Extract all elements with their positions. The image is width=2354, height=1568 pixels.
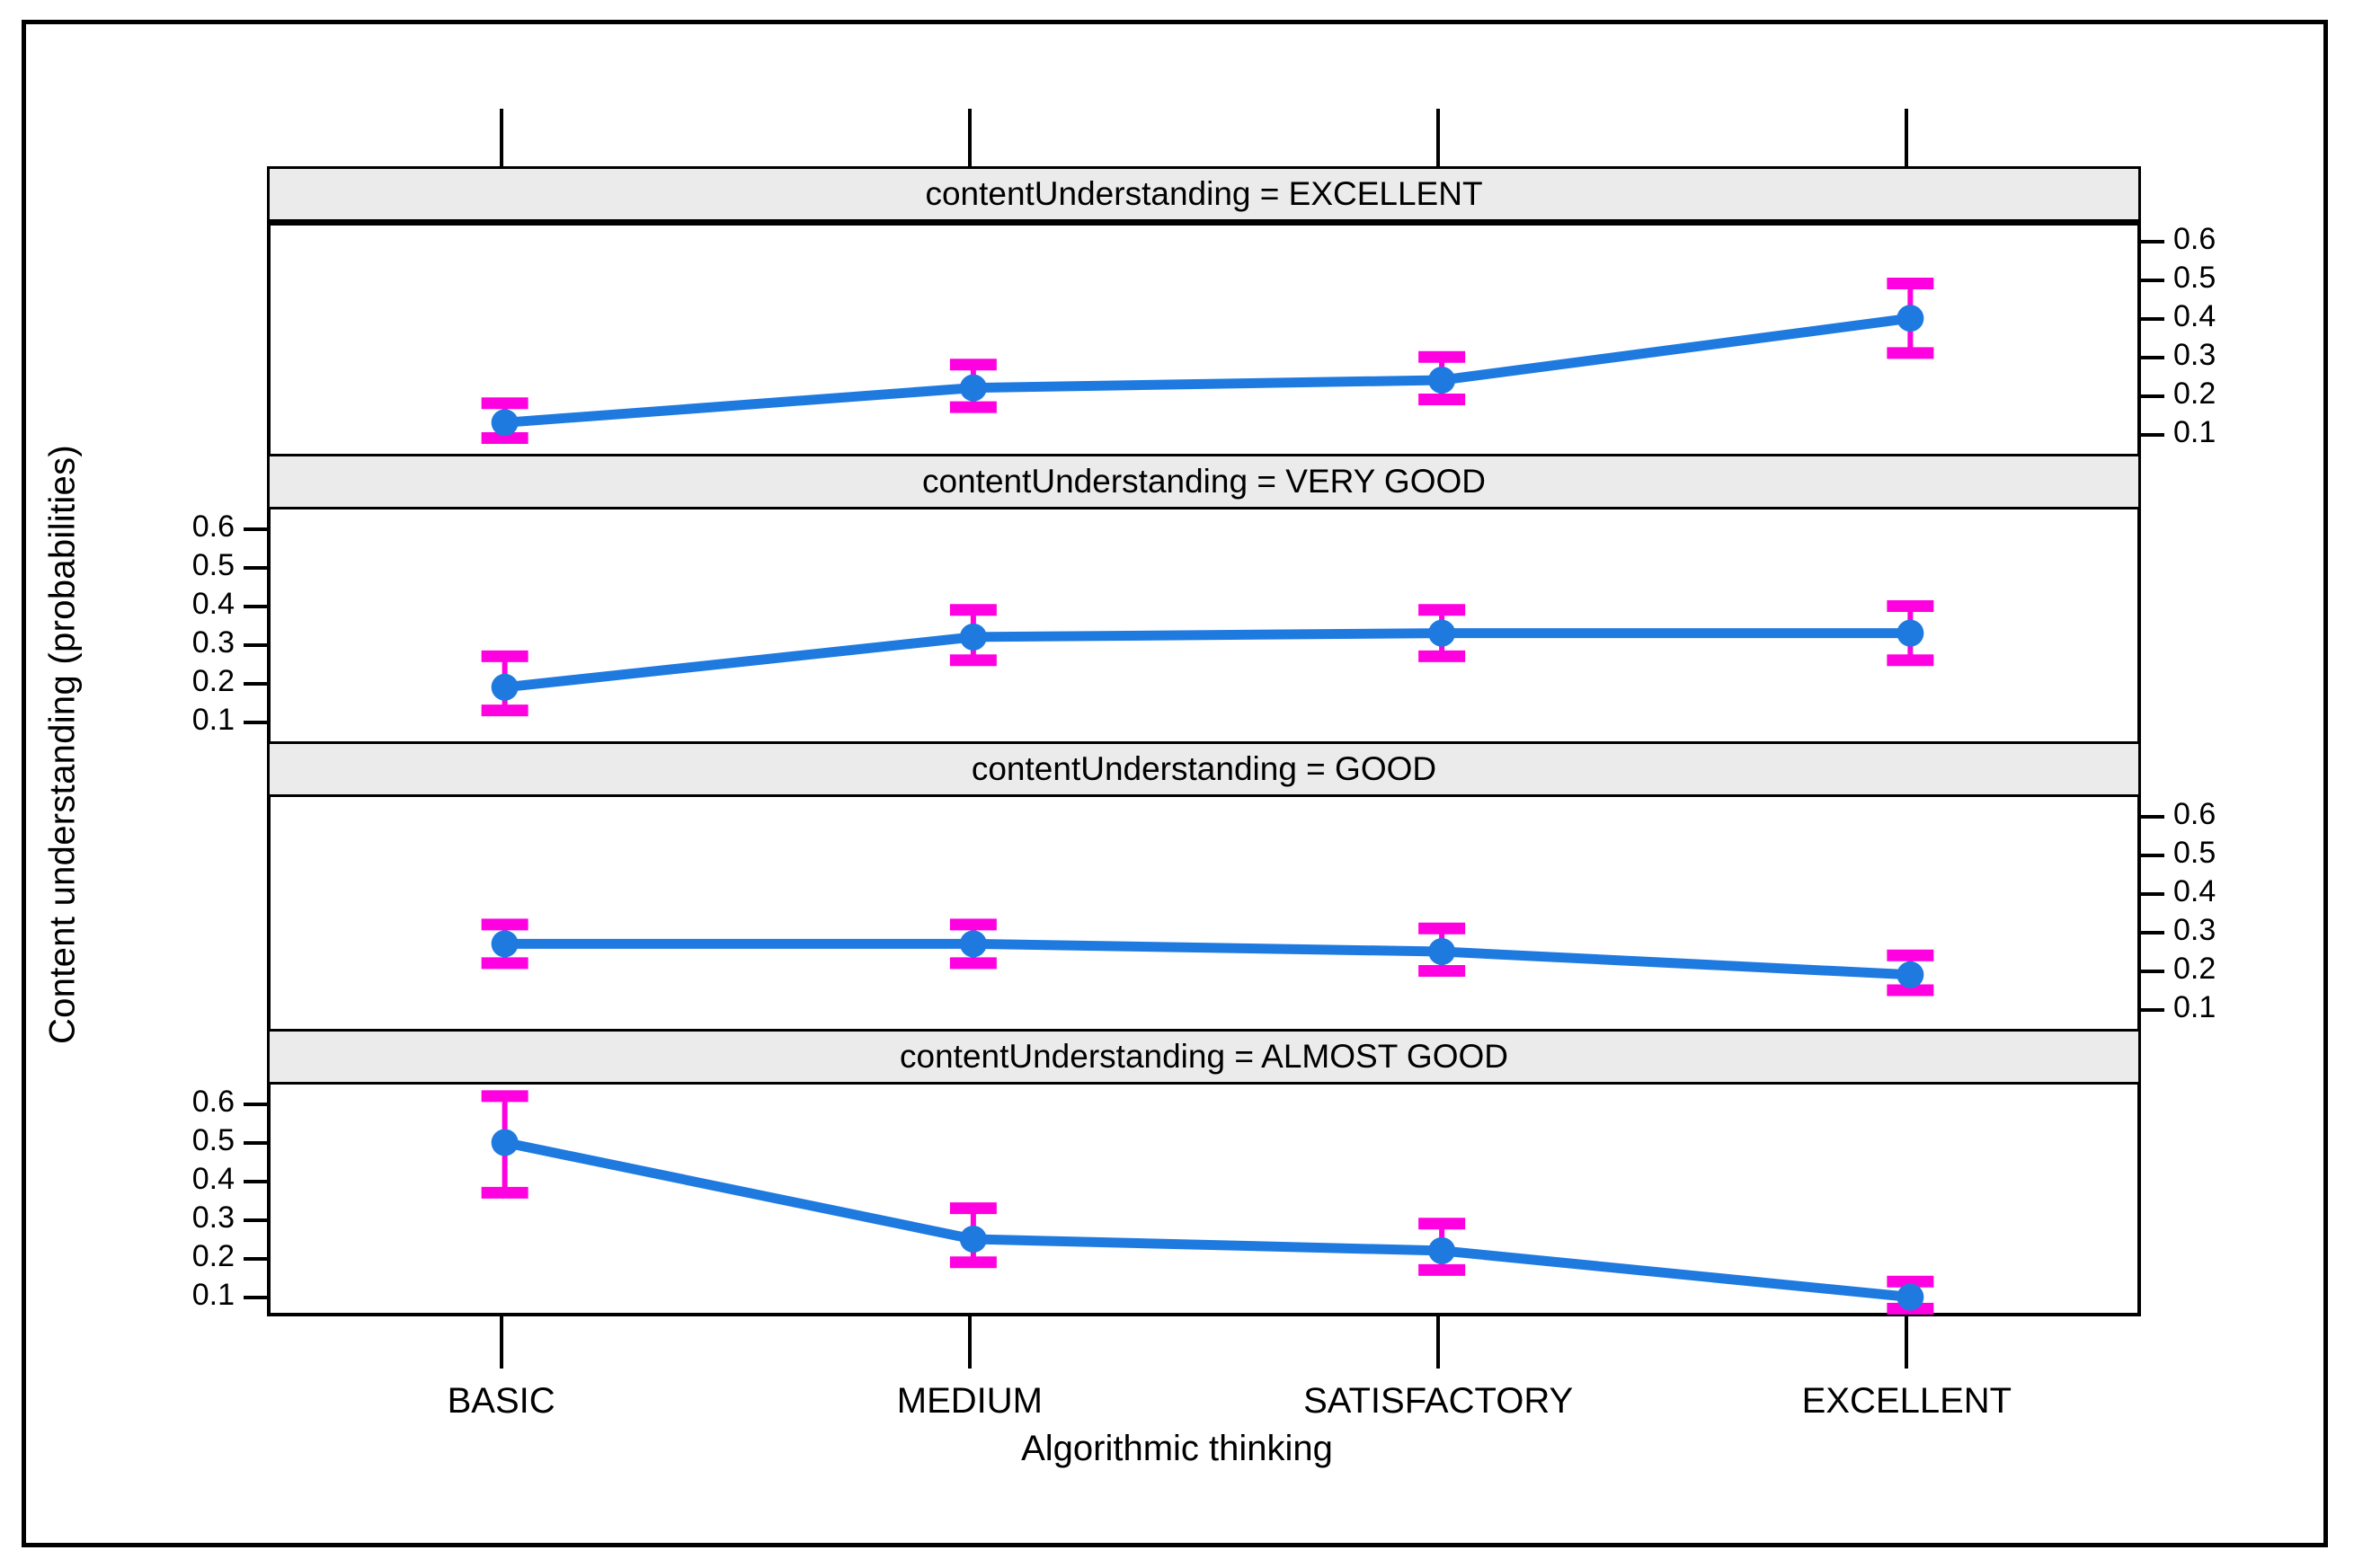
y-tick-mark	[2141, 394, 2164, 398]
data-point	[1897, 961, 1924, 988]
y-tick-mark	[244, 1295, 267, 1299]
series-group	[481, 918, 1934, 997]
data-point	[491, 673, 519, 701]
panel-data-region	[267, 1085, 2141, 1316]
data-point	[1897, 305, 1924, 332]
panel-data-region	[267, 797, 2141, 1029]
trend-line	[503, 1138, 1911, 1302]
y-tick-label: 0.3	[191, 625, 235, 660]
data-point	[1428, 1236, 1456, 1264]
y-tick-label: 0.3	[191, 1200, 235, 1235]
data-point	[1897, 619, 1924, 647]
data-point	[1428, 367, 1456, 394]
data-point	[1428, 938, 1456, 965]
y-tick-label: 0.4	[191, 1161, 235, 1196]
facet-strip-label: contentUnderstanding = GOOD	[267, 741, 2141, 797]
facet-strip-label: contentUnderstanding = VERY GOOD	[267, 454, 2141, 509]
y-tick-label: 0.5	[191, 1122, 235, 1157]
y-tick-mark	[244, 642, 267, 647]
y-tick-label: 0.3	[2173, 337, 2216, 372]
y-axis-title: Content understanding (probabilities)	[42, 444, 83, 1045]
x-tick-mark-bottom	[1905, 1316, 1909, 1369]
y-tick-label: 0.6	[2173, 796, 2216, 831]
series-group	[481, 1090, 1934, 1315]
x-tick-mark-top	[499, 109, 503, 166]
facet-strip-label: contentUnderstanding = ALMOST GOOD	[267, 1029, 2141, 1085]
y-tick-label: 0.5	[2173, 260, 2216, 295]
x-tick-mark-bottom	[499, 1316, 503, 1369]
y-tick-mark	[244, 720, 267, 724]
y-tick-mark	[244, 1140, 267, 1145]
y-tick-mark	[2141, 853, 2164, 857]
x-axis-title: Algorithmic thinking	[1021, 1429, 1333, 1468]
x-category-label: BASIC	[447, 1381, 555, 1421]
y-tick-mark	[244, 604, 267, 608]
x-category-label: SATISFACTORY	[1303, 1381, 1574, 1421]
y-tick-mark	[2141, 432, 2164, 437]
data-point	[491, 930, 519, 958]
y-tick-mark	[2141, 1007, 2164, 1012]
panel-data-region	[267, 222, 2141, 454]
trend-line	[504, 938, 1911, 980]
y-tick-mark	[2141, 969, 2164, 973]
y-tick-mark	[2141, 355, 2164, 359]
trend-line	[504, 628, 1911, 693]
panel-data-region	[267, 509, 2141, 741]
y-tick-label: 0.6	[191, 509, 235, 544]
y-tick-label: 0.1	[191, 702, 235, 737]
y-tick-mark	[244, 681, 267, 686]
y-tick-mark	[244, 527, 267, 531]
x-tick-mark-top	[967, 109, 972, 166]
y-tick-mark	[2141, 814, 2164, 819]
y-tick-label: 0.5	[191, 547, 235, 582]
data-point	[959, 374, 987, 402]
y-tick-mark	[244, 1256, 267, 1261]
data-point	[1897, 1283, 1924, 1311]
data-point	[959, 930, 987, 958]
y-tick-label: 0.2	[2173, 376, 2216, 411]
y-tick-label: 0.1	[191, 1277, 235, 1312]
data-point	[491, 1129, 519, 1156]
data-point	[959, 623, 987, 651]
y-tick-label: 0.4	[2173, 873, 2216, 908]
x-tick-mark-bottom	[967, 1316, 972, 1369]
y-tick-mark	[244, 1102, 267, 1106]
x-category-label: MEDIUM	[896, 1381, 1043, 1421]
x-tick-mark-bottom	[1436, 1316, 1441, 1369]
y-tick-mark	[2141, 278, 2164, 282]
y-tick-label: 0.4	[191, 586, 235, 621]
y-tick-mark	[2141, 316, 2164, 321]
y-tick-label: 0.2	[191, 1238, 235, 1273]
data-point	[491, 409, 519, 437]
x-tick-mark-top	[1905, 109, 1909, 166]
y-tick-mark	[2141, 930, 2164, 935]
y-tick-label: 0.3	[2173, 912, 2216, 947]
data-point	[959, 1226, 987, 1253]
y-tick-label: 0.5	[2173, 835, 2216, 870]
series-group	[481, 278, 1934, 444]
y-tick-label: 0.2	[191, 663, 235, 698]
y-tick-label: 0.6	[191, 1084, 235, 1119]
data-point	[1428, 619, 1456, 647]
y-tick-label: 0.4	[2173, 298, 2216, 333]
y-tick-mark	[2141, 239, 2164, 244]
y-tick-mark	[244, 1218, 267, 1222]
series-group	[481, 600, 1934, 717]
y-tick-label: 0.6	[2173, 221, 2216, 256]
facet-strip-label: contentUnderstanding = EXCELLENT	[267, 166, 2141, 222]
x-category-label: EXCELLENT	[1801, 1381, 2012, 1421]
x-tick-mark-top	[1436, 109, 1441, 166]
y-tick-mark	[244, 1179, 267, 1183]
y-tick-label: 0.2	[2173, 951, 2216, 986]
trend-line	[504, 313, 1912, 428]
y-tick-mark	[2141, 891, 2164, 896]
y-tick-label: 0.1	[2173, 989, 2216, 1024]
y-tick-label: 0.1	[2173, 414, 2216, 449]
y-tick-mark	[244, 565, 267, 570]
